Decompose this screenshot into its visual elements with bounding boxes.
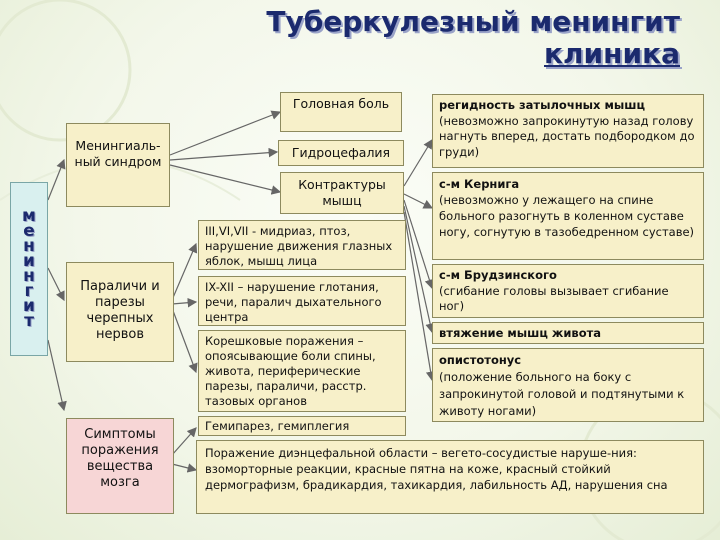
contractures-box: Контрактуры мышц: [280, 172, 404, 214]
hemiparesis-text: Гемипарез, гемиплегия: [205, 419, 349, 433]
meningeal-syndrome-box: Менингиаль-ный синдром: [66, 123, 170, 207]
brain-substance-symptoms-box: Симптомы поражения вещества мозга: [66, 418, 174, 514]
brudzinski-sign-box: с-м Брудзинского (сгибание головы вызыва…: [432, 264, 704, 318]
rigidity-description: (невозможно запрокинутую назад голову на…: [439, 114, 697, 161]
brudzinski-sign-description: (сгибание головы вызывает сгибание ног): [439, 284, 697, 315]
meningeal-syndrome-label: Менингиаль-ный синдром: [75, 138, 162, 169]
opisthotonus-description: (положение больного на боку с запрокинут…: [439, 369, 697, 420]
radicular-lesions-text: Корешковые поражения – опоясывающие боли…: [205, 334, 376, 408]
rigidity-heading: регидность затылочных мышц: [439, 98, 697, 114]
cn-9-12-text: IX-XII – нарушение глотания, речи, парал…: [205, 280, 382, 324]
kernig-sign-description: (невозможно у лежащего на спине больного…: [439, 192, 697, 240]
vertical-label-box: менингит: [10, 182, 48, 356]
headache-box: Головная боль: [280, 92, 402, 132]
hemiparesis-box: Гемипарез, гемиплегия: [198, 416, 406, 436]
rigidity-box: регидность затылочных мышц (невозможно з…: [432, 94, 704, 168]
diencephalic-lesion-box: Поражение диэнцефальной области – вегето…: [196, 440, 704, 514]
hydrocephalus-label: Гидроцефалия: [292, 145, 390, 160]
cn-9-12-box: IX-XII – нарушение глотания, речи, парал…: [198, 276, 406, 326]
diencephalic-lesion-text: Поражение диэнцефальной области – вегето…: [205, 446, 668, 492]
cn-3-6-7-text: III,VI,VII - мидриаз, птоз, нарушение дв…: [205, 224, 392, 268]
kernig-sign-heading: с-м Кернига: [439, 176, 697, 192]
radicular-lesions-box: Корешковые поражения – опоясывающие боли…: [198, 330, 406, 412]
contractures-label: Контрактуры мышц: [298, 177, 386, 208]
opisthotonus-box: опистотонус (положение больного на боку …: [432, 348, 704, 422]
cranial-nerve-paralysis-box: Параличи и парезы черепных нервов: [66, 262, 174, 362]
cn-3-6-7-box: III,VI,VII - мидриаз, птоз, нарушение дв…: [198, 220, 406, 270]
abdominal-retraction-box: втяжение мышц живота: [432, 322, 704, 344]
vertical-label: менингит: [22, 209, 36, 329]
headache-label: Головная боль: [293, 96, 389, 111]
brain-substance-symptoms-label: Симптомы поражения вещества мозга: [81, 427, 158, 490]
brudzinski-sign-heading: с-м Брудзинского: [439, 268, 697, 284]
hydrocephalus-box: Гидроцефалия: [278, 140, 404, 166]
kernig-sign-box: с-м Кернига (невозможно у лежащего на сп…: [432, 172, 704, 260]
opisthotonus-heading: опистотонус: [439, 352, 697, 369]
cranial-nerve-paralysis-label: Параличи и парезы черепных нервов: [80, 279, 159, 342]
abdominal-retraction-text: втяжение мышц живота: [439, 326, 601, 340]
